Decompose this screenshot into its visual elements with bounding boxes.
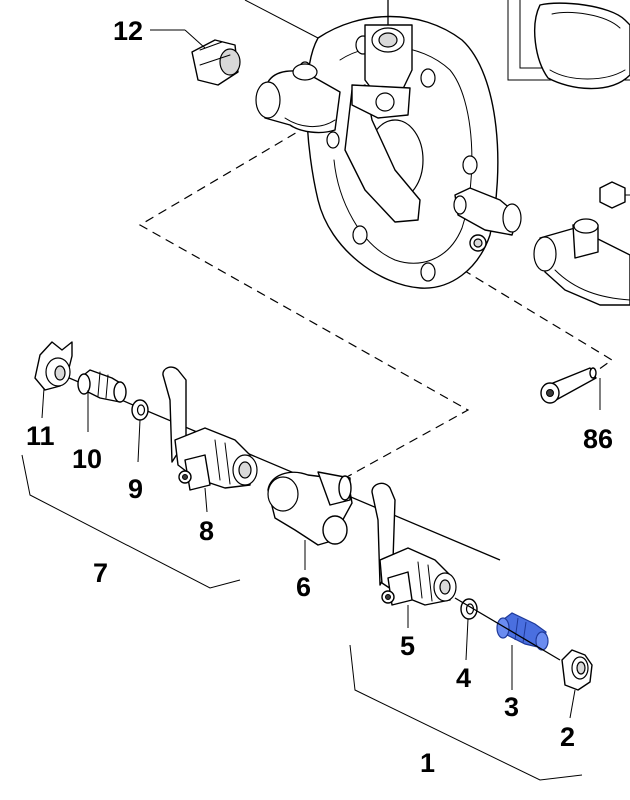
socket-head-bolt-86 (540, 367, 597, 404)
callout-4: 4 (456, 663, 471, 693)
leader-lines (41, 0, 601, 719)
callout-1: 1 (420, 748, 435, 778)
callout-6: 6 (296, 572, 311, 602)
callout-11: 11 (26, 421, 55, 451)
callout-9: 9 (128, 474, 143, 504)
wing-nut-2 (561, 649, 593, 691)
callout-7: 7 (93, 558, 108, 588)
callout-10: 10 (72, 444, 102, 474)
flange-housing (298, 15, 499, 289)
hose-tail-10 (77, 369, 127, 403)
group-bracket-7 (21, 454, 241, 589)
hose-tail-3-highlighted (496, 612, 549, 651)
callout-8: 8 (199, 516, 214, 546)
hex-bolt-top-right (599, 181, 630, 209)
plug-nut-12 (191, 39, 241, 86)
ball-valve-5 (371, 482, 457, 606)
callout-12: 12 (113, 16, 143, 46)
washer-9 (131, 399, 149, 421)
callout-5: 5 (400, 631, 415, 661)
callout-86: 86 (583, 424, 613, 454)
wing-nut-11 (34, 341, 73, 391)
gearbox-housing (507, 0, 630, 90)
dashed-assembly-outline (138, 94, 614, 479)
ball-valve-8 (162, 366, 258, 491)
side-fitting (453, 187, 522, 252)
elbow-fitting-6 (267, 471, 353, 546)
pump-inlet-pipe (533, 218, 630, 306)
callout-2: 2 (560, 722, 575, 752)
callout-3: 3 (504, 692, 519, 722)
elbow-tube (255, 63, 341, 134)
group-bracket-1 (349, 644, 583, 781)
